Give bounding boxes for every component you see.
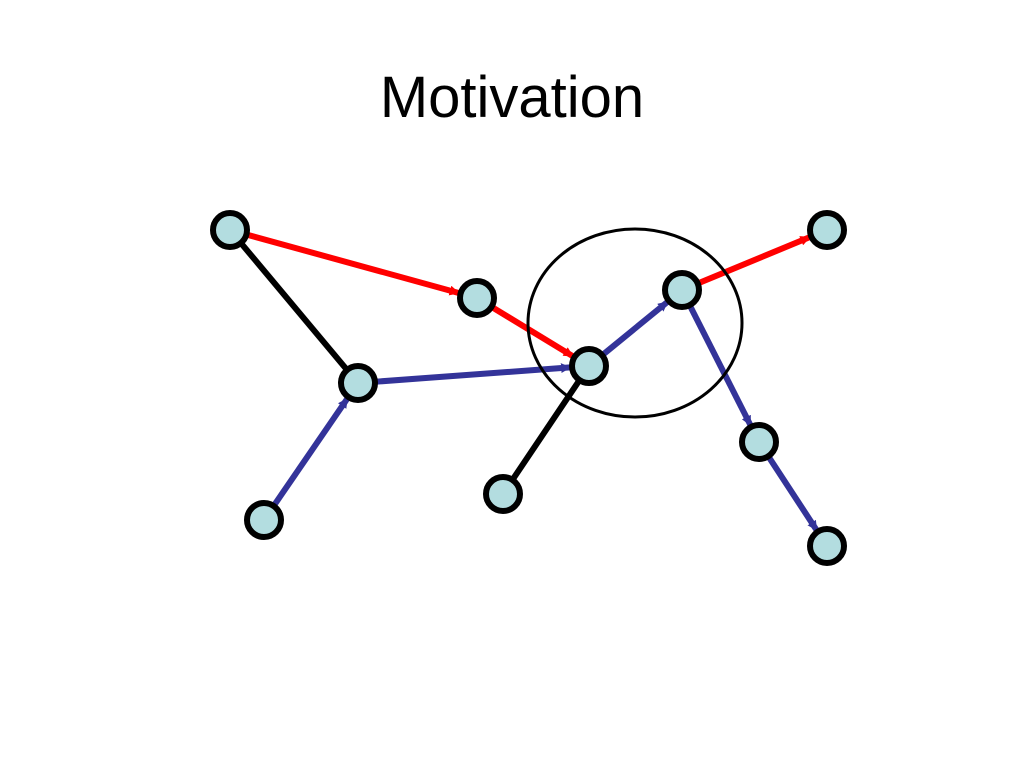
graph-node-n5 xyxy=(569,346,609,386)
edge-n6-n9 xyxy=(679,288,754,427)
edge-n3-n5 xyxy=(357,363,572,386)
edge-n4-n3 xyxy=(261,396,350,522)
graph-node-n8 xyxy=(483,474,523,514)
edge-n6-n7 xyxy=(680,234,811,293)
graph-node-n4 xyxy=(244,500,284,540)
nodes-layer xyxy=(210,210,847,566)
edge-n1-n2 xyxy=(229,227,460,296)
graph-node-n1 xyxy=(210,210,250,250)
edge-n5-n8 xyxy=(500,364,592,496)
graph-node-n6 xyxy=(662,270,702,310)
graph-node-n3 xyxy=(338,363,378,403)
slide-title: Motivation xyxy=(379,65,645,130)
graph-node-n10 xyxy=(807,526,847,566)
graph-node-n9 xyxy=(739,422,779,462)
edge-n1-n3 xyxy=(227,228,361,385)
focus-circle xyxy=(526,227,744,419)
graph-node-n7 xyxy=(807,210,847,250)
graph-node-n2 xyxy=(457,278,497,318)
